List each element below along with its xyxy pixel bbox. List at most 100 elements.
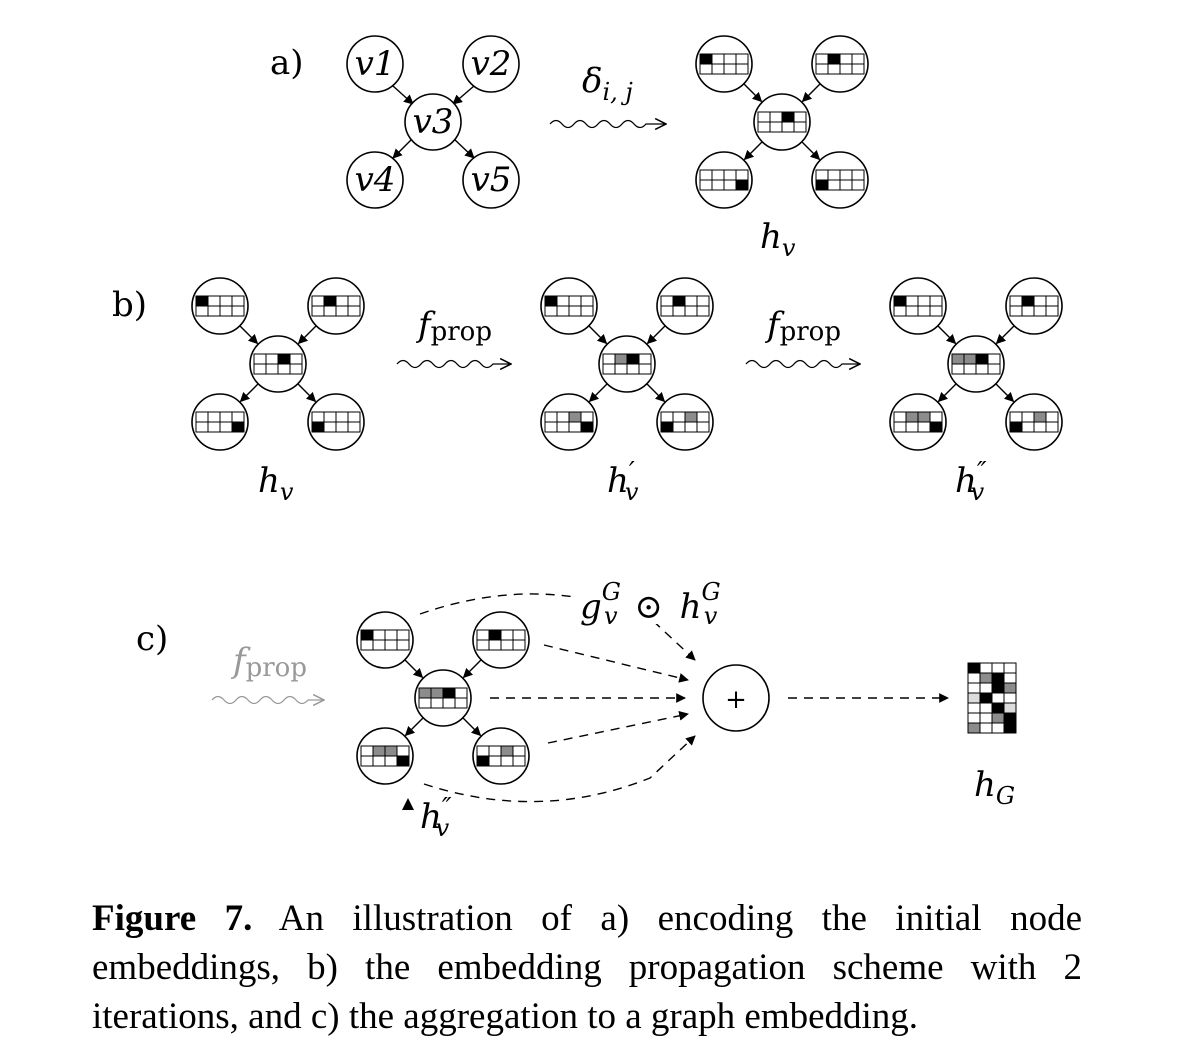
h-g-sub: G — [996, 782, 1015, 810]
embedding-cell — [1021, 305, 1035, 317]
embedding-cell — [384, 639, 398, 651]
graph-a-labelled: v1 v2 v3 v4 v5 — [346, 35, 520, 209]
embedding-cell — [626, 363, 640, 375]
embedding-cell — [195, 411, 209, 423]
graph-embedding-cell — [967, 712, 981, 724]
embedding-cell — [781, 121, 795, 133]
embedding-cell — [384, 755, 398, 767]
embedding-cell — [839, 179, 853, 191]
embedding-cell — [372, 639, 386, 651]
node-bottom-left-embedding — [893, 411, 943, 433]
embedding-cell — [711, 53, 725, 65]
embedding-cell — [360, 629, 374, 641]
embedding-cell — [769, 121, 783, 133]
embedding-cell — [476, 745, 490, 757]
graph-embedding-cell — [967, 702, 981, 714]
embedding-cell — [442, 687, 456, 699]
embedding-cell — [975, 363, 989, 375]
embedding-cell — [544, 421, 558, 433]
embedding-cell — [265, 363, 279, 375]
embedding-cell — [568, 411, 582, 423]
embedding-cell — [893, 411, 907, 423]
embedding-cell — [289, 363, 303, 375]
embedding-cell — [488, 639, 502, 651]
delta-subscript: i, j — [602, 78, 633, 106]
embedding-cell — [660, 411, 674, 423]
graph-embedding-cell — [1003, 702, 1017, 714]
h-v-label-a-sub: v — [782, 234, 796, 262]
embedding-cell — [929, 411, 943, 423]
figure-caption: Figure 7. An illustration of a) encoding… — [92, 894, 1082, 1041]
embedding-cell — [396, 745, 410, 757]
embedding-cell — [544, 411, 558, 423]
node-v3: v3 — [404, 93, 462, 151]
embedding-cell — [660, 295, 674, 307]
embedding-cell — [1045, 295, 1059, 307]
embedding-cell — [929, 295, 943, 307]
node-top-left-embedding — [699, 53, 749, 75]
embedding-cell — [723, 169, 737, 181]
embedding-cell — [500, 639, 514, 651]
embedding-cell — [372, 745, 386, 757]
graph-embedding-cell — [991, 712, 1005, 724]
embedding-cell — [396, 755, 410, 767]
embedding-cell — [963, 353, 977, 365]
embedding-cell — [815, 169, 829, 181]
node-bottom-right-embedding — [1009, 411, 1059, 433]
graph-edge — [801, 83, 821, 103]
embedding-cell — [442, 697, 456, 709]
graph-embedding-cell — [967, 672, 981, 684]
embedding-cell — [723, 179, 737, 191]
graph-embedding-cell — [967, 662, 981, 674]
graph-a-encoded — [695, 35, 869, 209]
node-v1: v1 — [346, 35, 404, 93]
node-bottom-right-embedding — [815, 169, 865, 191]
embedding-cell — [827, 63, 841, 75]
embedding-cell — [684, 295, 698, 307]
embedding-cell — [311, 421, 325, 433]
embedding-cell — [769, 111, 783, 123]
h-v-label-b-main: h — [258, 461, 280, 501]
graph-embedding-cell — [967, 682, 981, 694]
embedding-cell — [476, 629, 490, 641]
embedding-cell — [793, 111, 807, 123]
embedding-cell — [723, 63, 737, 75]
node-top-left-embedding — [360, 629, 410, 651]
embedding-cell — [396, 629, 410, 641]
embedding-cell — [793, 121, 807, 133]
panel-label-c: c) — [136, 619, 168, 659]
embedding-cell — [580, 411, 594, 423]
embedding-cell — [580, 295, 594, 307]
embedding-cell — [195, 421, 209, 433]
embedding-cell — [347, 295, 361, 307]
node-v3-label: v3 — [413, 102, 454, 142]
embedding-cell — [929, 305, 943, 317]
embedding-cell — [207, 421, 221, 433]
graph-embedding-cell — [967, 692, 981, 704]
embedding-cell — [735, 169, 749, 181]
h-v-label-a: hv — [760, 217, 796, 262]
embedding-cell — [430, 687, 444, 699]
embedding-cell — [929, 421, 943, 433]
graph-embedding-cell — [991, 672, 1005, 684]
graph-edge — [995, 325, 1015, 345]
h-g-main: h — [974, 765, 996, 805]
graph-embedding-cell — [991, 662, 1005, 674]
embedding-cell — [696, 411, 710, 423]
embedding-cell — [231, 305, 245, 317]
embedding-cell — [684, 411, 698, 423]
graph-b-iteration-2 — [889, 277, 1063, 451]
embedding-cell — [372, 629, 386, 641]
graph-embedding-cell — [991, 682, 1005, 694]
graph-edge — [743, 141, 763, 161]
embedding-cell — [454, 697, 468, 709]
embedding-cell — [231, 421, 245, 433]
node-center-embedding — [418, 687, 468, 709]
embedding-cell — [360, 745, 374, 757]
embedding-cell — [231, 411, 245, 423]
graph-edge — [588, 325, 608, 345]
embedding-cell — [347, 421, 361, 433]
embedding-cell — [696, 305, 710, 317]
node-bottom-left-embedding — [360, 745, 410, 767]
node-bottom-left-embedding — [544, 411, 594, 433]
